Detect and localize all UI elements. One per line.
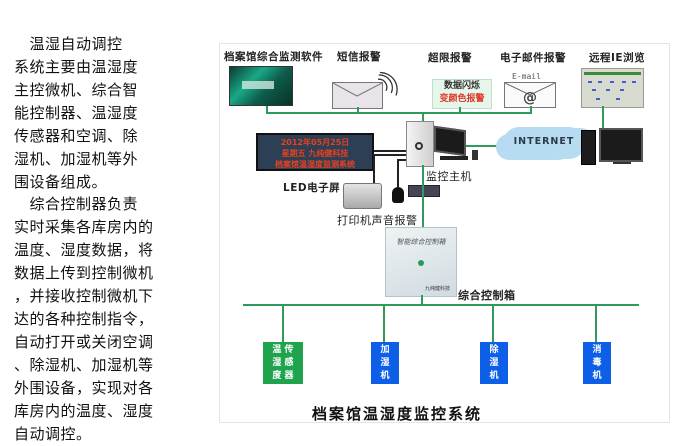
diagram-title: 档案馆温湿度监控系统 <box>312 405 483 423</box>
bus-connector <box>459 107 461 113</box>
label-monitoring-host: 监控主机 <box>426 170 472 183</box>
keyboard-icon <box>440 156 468 160</box>
label-led-screen: LED电子屏 <box>283 182 341 194</box>
svg-text:@: @ <box>523 90 537 106</box>
text-line: 达的各种控制指令， <box>14 310 154 328</box>
host-controller-line <box>422 165 424 227</box>
host-internet-line <box>466 145 504 147</box>
device-text: 除 <box>489 345 499 355</box>
device-text: 温 传 <box>272 345 294 355</box>
internet-label: INTERNET <box>513 136 575 147</box>
led-line: 档案馆温湿度监测系统 <box>275 160 355 169</box>
device-text: 机 <box>592 371 602 381</box>
text-line: 围设备组成。 <box>14 173 108 191</box>
control-box-brand-text: 九纯健科技 <box>424 286 450 292</box>
device-text: 湿 <box>489 358 499 368</box>
cable-led-host <box>374 154 406 156</box>
color-change-alarm-text: 变颜色报警 <box>439 94 485 104</box>
device-text: 消 <box>592 345 602 355</box>
text-line: 湿机、加湿机等外 <box>14 150 139 168</box>
text-line: 温度、湿度数据，将 <box>14 241 154 259</box>
software-screenshot-icon <box>229 66 293 106</box>
printer-icon <box>343 183 382 209</box>
label-printer-sound-alarm: 打印机声音报警 <box>337 214 418 227</box>
alarm-speaker-icon <box>392 187 404 203</box>
text-line: 能控制器、温湿度 <box>14 104 139 122</box>
status-led-icon <box>418 260 424 266</box>
wireless-signal-icon <box>378 71 398 96</box>
label-monitoring-software: 档案馆综合监测软件 <box>224 51 323 63</box>
monitor-stand-icon <box>613 162 631 164</box>
interface-module-icon <box>408 185 440 197</box>
device-text: 机 <box>380 371 390 381</box>
text-line: 数据上传到控制微机 <box>14 264 154 282</box>
device-drop-line <box>492 305 494 342</box>
cable-speaker <box>397 159 399 187</box>
device-humidifier: 加 湿 机 <box>371 342 399 384</box>
device-drop-line <box>595 305 597 342</box>
text-line: 库房内的温度、湿度 <box>14 402 154 420</box>
remote-tower-icon <box>581 130 596 165</box>
data-flash-text: 数据闪烁 <box>443 81 480 91</box>
label-integrated-control-box: 综合控制箱 <box>458 289 516 302</box>
integrated-control-box: 智能综合控制箱 九纯健科技 <box>385 227 457 297</box>
device-dehumidifier: 除 湿 机 <box>480 342 508 384</box>
led-display-screen: 2012年05月25日 星期五 九纯健科技 档案馆温湿度监测系统 <box>256 133 374 171</box>
internet-cloud-icon: INTERNET <box>503 127 585 159</box>
text-line: 外围设备，实现对各 <box>14 379 154 397</box>
email-text: E-mail <box>512 72 541 81</box>
host-tower-icon <box>406 121 434 167</box>
overlimit-alarm-box: 数据闪烁 变颜色报警 <box>432 79 492 109</box>
remote-monitor-icon <box>599 128 643 162</box>
controller-bus-line <box>421 295 423 305</box>
cable-led-host <box>374 150 406 152</box>
device-drop-line <box>282 305 284 342</box>
text-line: 系统主要由温湿度 <box>14 58 139 76</box>
bus-to-host-line <box>422 112 424 122</box>
led-line: 2012年05月25日 <box>280 138 350 147</box>
text-line: 自动调控。 <box>14 425 92 443</box>
label-remote-ie: 远程IE浏览 <box>589 52 646 64</box>
device-drop-line <box>383 305 385 342</box>
description-paragraph-2: 综合控制器负责 实时采集各库房内的 温度、湿度数据，将 数据上传到控制微机 ，并… <box>14 193 184 446</box>
top-bus-line <box>266 112 532 114</box>
host-speaker-icon <box>472 150 478 160</box>
remote-ie-screenshot-icon <box>581 68 644 108</box>
device-temp-humidity-sensor: 温 传 湿 感 度 器 <box>263 342 303 384</box>
bus-connector <box>530 106 532 113</box>
device-text: 湿 <box>380 358 390 368</box>
description-paragraph-1: 温湿自动调控 系统主要由温湿度 主控微机、综合智 能控制器、温湿度 传感器和空调… <box>14 33 184 194</box>
device-text: 湿 感 <box>272 358 294 368</box>
text-line: 温湿自动调控 <box>14 35 123 53</box>
led-line: 星期五 九纯健科技 <box>281 149 349 158</box>
device-text: 机 <box>489 371 499 381</box>
label-sms-alarm: 短信报警 <box>337 51 381 63</box>
label-email-alarm: 电子邮件报警 <box>500 52 566 64</box>
bus-connector <box>266 106 268 113</box>
text-line: 实时采集各库房内的 <box>14 218 154 236</box>
device-text: 毒 <box>592 358 602 368</box>
device-text: 加 <box>380 345 390 355</box>
control-box-panel-text: 智能综合控制箱 <box>396 238 446 246</box>
label-overlimit-alarm: 超限报警 <box>428 52 472 64</box>
host-monitor-icon <box>434 125 466 157</box>
bottom-bus-line <box>243 304 639 306</box>
text-line: ，并接收控制微机下 <box>14 287 154 305</box>
text-line: 主控微机、综合智 <box>14 81 139 99</box>
text-line: 自动打开或关闭空调 <box>14 333 154 351</box>
device-disinfector: 消 毒 机 <box>583 342 611 384</box>
email-envelope-icon: @ <box>504 82 556 108</box>
cable-speaker <box>397 159 409 161</box>
bus-connector <box>357 107 359 113</box>
ie-to-pc-line <box>602 106 604 128</box>
text-line: 传感器和空调、除 <box>14 127 139 145</box>
text-line: 、除湿机、加湿机等 <box>14 356 154 374</box>
cable-printer <box>373 154 375 184</box>
device-text: 度 器 <box>272 371 294 381</box>
sms-envelope-icon <box>332 82 383 109</box>
text-line: 综合控制器负责 <box>14 195 139 213</box>
